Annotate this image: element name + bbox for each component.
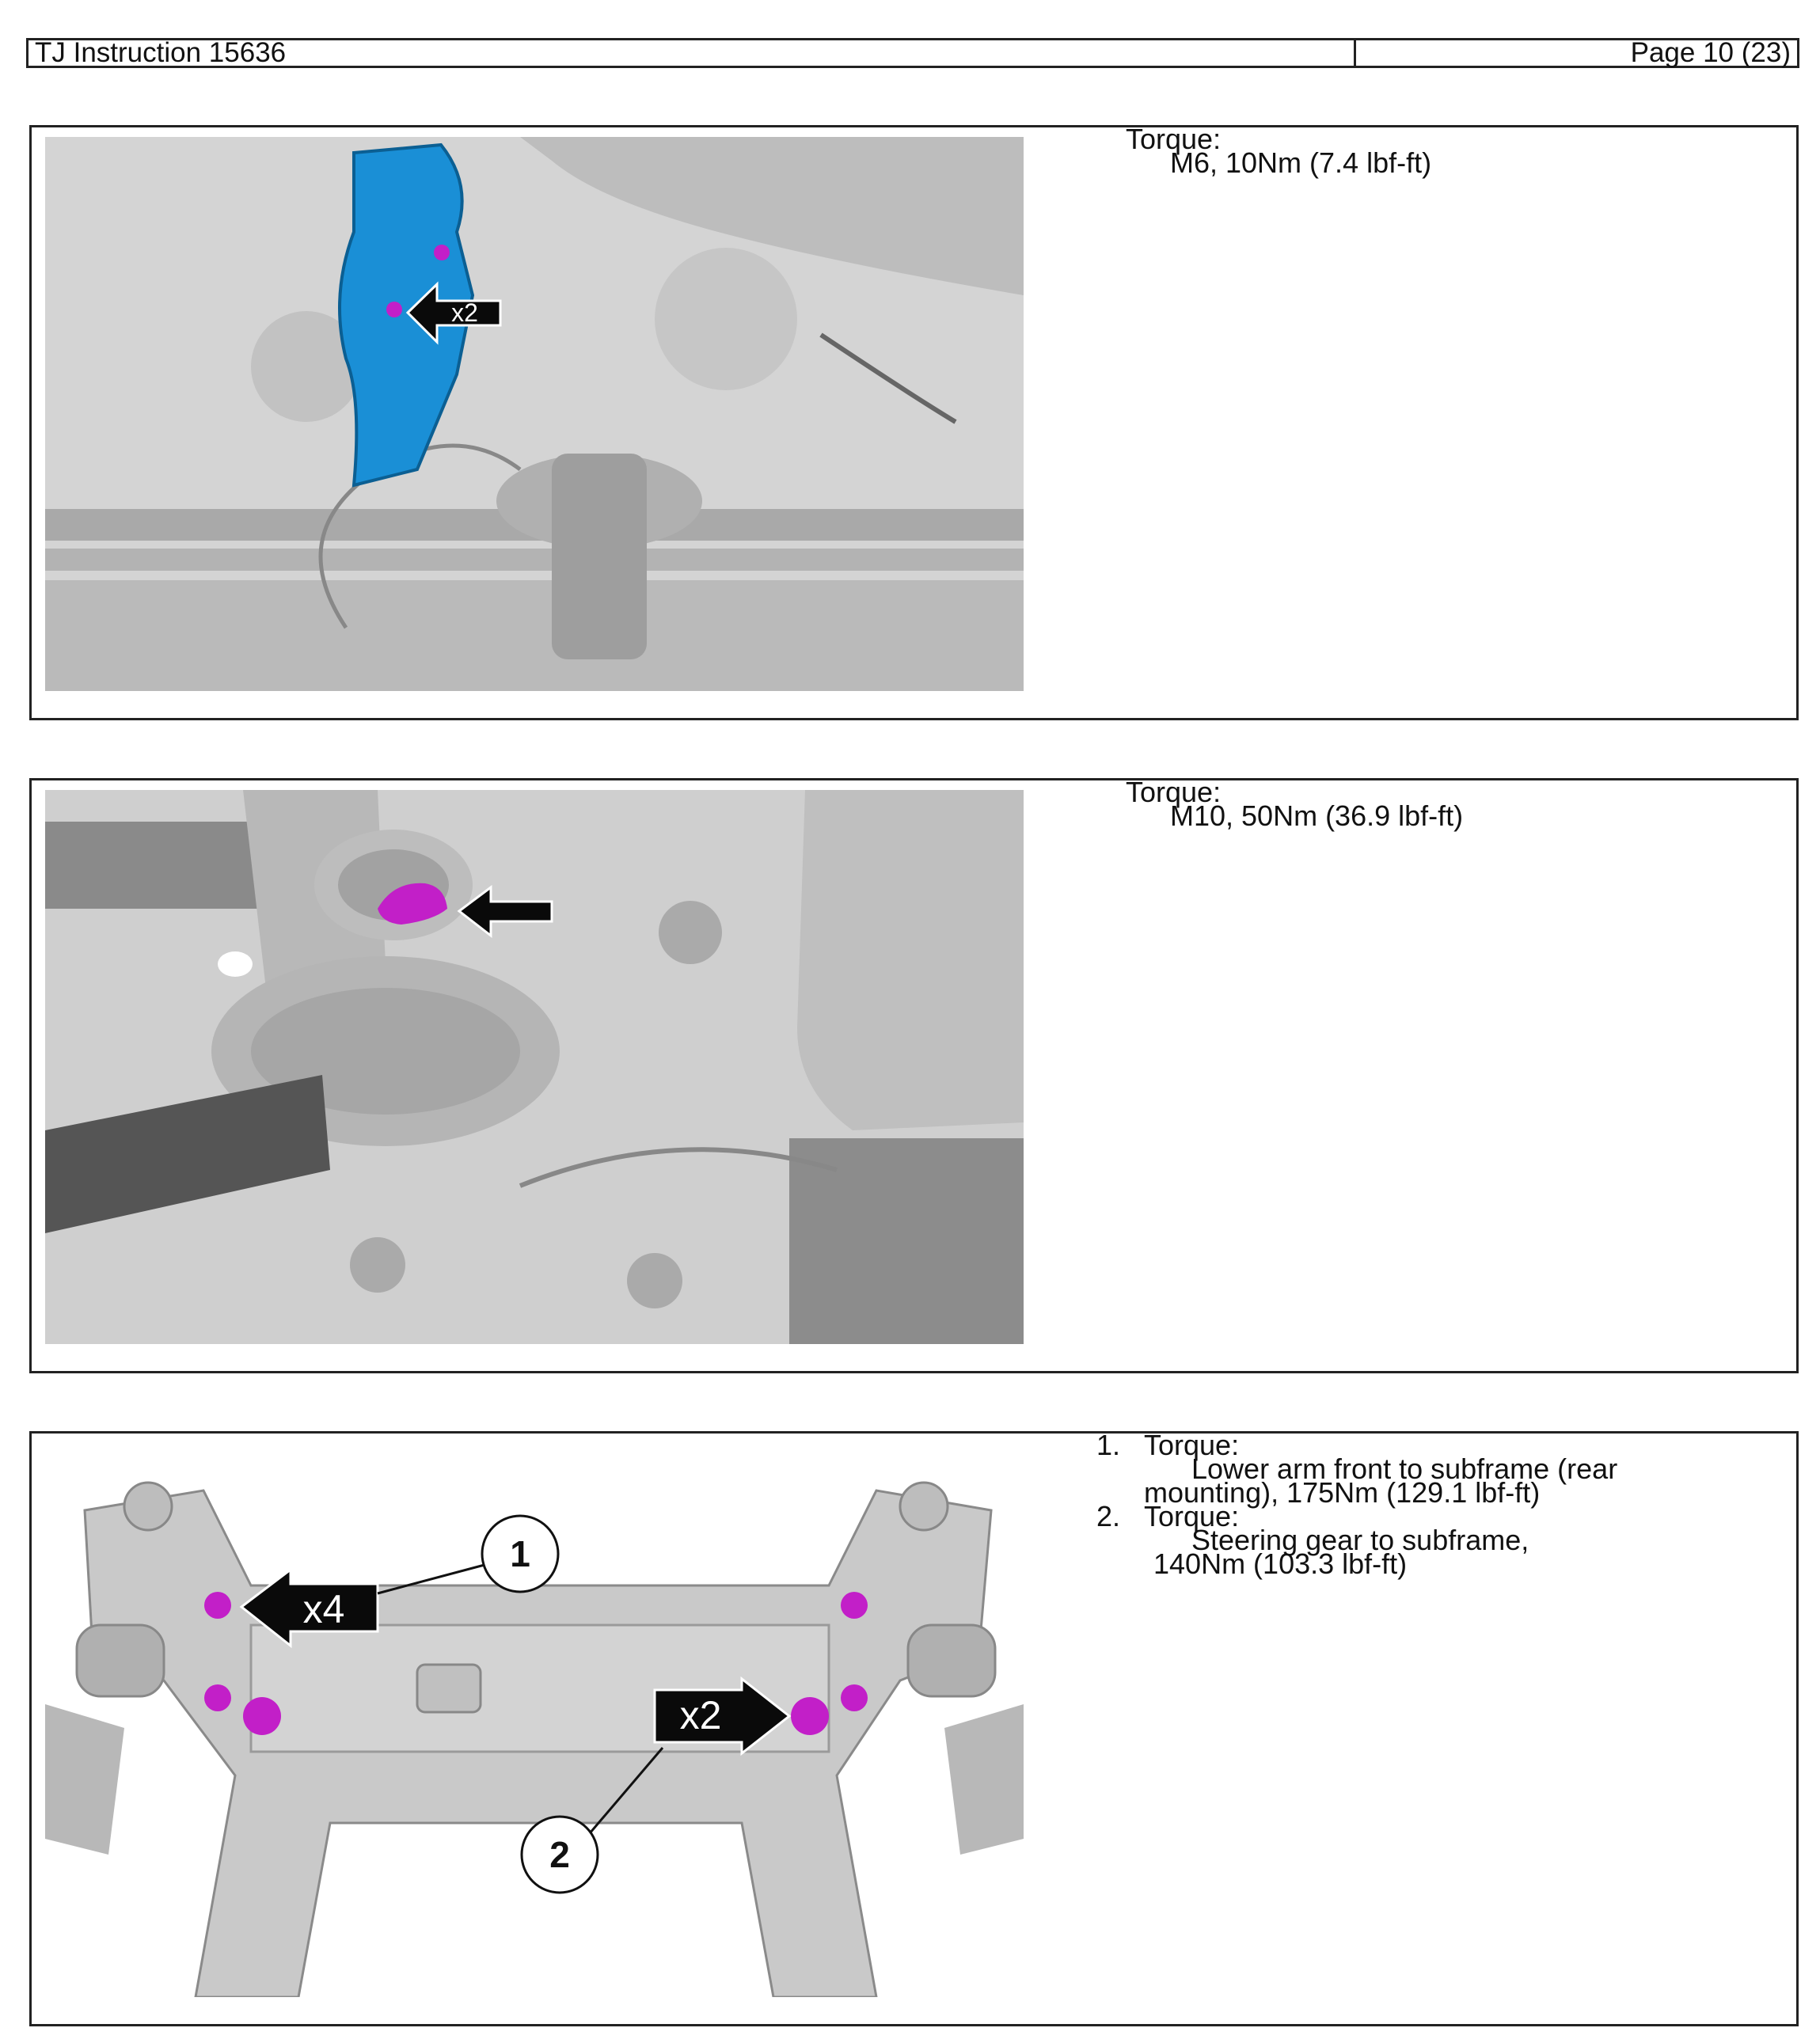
- callout-x2-text: x2: [680, 1693, 722, 1737]
- torque-value: M10, 50Nm (36.9 lbf-ft): [1170, 799, 1464, 832]
- instruction-step-2: Torque: M10, 50Nm (36.9 lbf-ft): [29, 778, 1799, 1373]
- bolt-left-3: [243, 1697, 281, 1735]
- torque-label: Torque:: [1126, 123, 1222, 155]
- callout-text: x2: [451, 298, 478, 327]
- bolt-right-2: [841, 1684, 868, 1711]
- step-2-illustration: [45, 790, 1024, 1344]
- step-1-torque-spec: Torque: M6, 10Nm (7.4 lbf-ft): [1096, 123, 1777, 179]
- torque-value: M6, 10Nm (7.4 lbf-ft): [1170, 146, 1432, 179]
- bolt-right-1: [841, 1592, 868, 1619]
- step-1-illustration: x2: [45, 137, 1024, 691]
- callout-arrow: [457, 885, 553, 939]
- callout-arrow-x2: x2: [653, 1676, 792, 1756]
- torque-label: Torque:: [1144, 1429, 1240, 1461]
- document-title: TJ Instruction 15636: [28, 39, 1356, 66]
- torque-label: Torque:: [1126, 776, 1222, 808]
- item-number: 2.: [1096, 1500, 1121, 1532]
- bolt-upper: [434, 245, 450, 260]
- heat-shield: [338, 142, 475, 488]
- callout-x4-text: x4: [303, 1587, 345, 1631]
- balloon-2: 2: [520, 1815, 599, 1894]
- torque-value-line1: Lower arm front to subframe (rear: [1191, 1453, 1618, 1485]
- bolt-right-3: [791, 1697, 829, 1735]
- instruction-step-3: x4 x2 1 2 1. Torque:: [29, 1431, 1799, 2026]
- balloon-1: 1: [481, 1514, 560, 1593]
- step-1-drawing: x2: [45, 137, 1024, 691]
- item-number: 1.: [1096, 1429, 1121, 1461]
- callout-arrow-x2: x2: [405, 281, 502, 345]
- step-3-torque-spec: 1. Torque: Lower arm front to subframe (…: [1096, 1429, 1777, 1580]
- torque-value-line1: Steering gear to subframe,: [1191, 1524, 1529, 1556]
- torque-label: Torque:: [1144, 1500, 1240, 1532]
- bolt-left-2: [204, 1684, 231, 1711]
- bolt-lower: [386, 302, 402, 317]
- step-2-drawing: [45, 790, 1024, 1344]
- list-item: 2. Torque: Steering gear to subframe, 14…: [1096, 1500, 1777, 1580]
- page-number: Page 10 (23): [1630, 37, 1791, 68]
- bolt: [378, 883, 447, 925]
- instruction-step-1: x2 Torque: M6, 10Nm (7.4 lbf-ft): [29, 125, 1799, 720]
- balloon-2-text: 2: [549, 1834, 570, 1875]
- page-header: TJ Instruction 15636 Page 10 (23): [26, 38, 1799, 68]
- balloon-1-text: 1: [510, 1533, 530, 1574]
- step-3-drawing: x4 x2 1 2: [45, 1443, 1024, 1997]
- step-3-illustration: x4 x2 1 2: [45, 1443, 1024, 1997]
- bolt-left-1: [204, 1592, 231, 1619]
- step-2-torque-spec: Torque: M10, 50Nm (36.9 lbf-ft): [1096, 776, 1777, 832]
- torque-value-line2: mounting), 175Nm (129.1 lbf-ft): [1144, 1476, 1541, 1509]
- callout-arrow-x4: x4: [239, 1566, 379, 1649]
- torque-value-line2: 140Nm (103.3 lbf-ft): [1153, 1547, 1408, 1580]
- torque-list: 1. Torque: Lower arm front to subframe (…: [1096, 1429, 1777, 1580]
- list-item: 1. Torque: Lower arm front to subframe (…: [1096, 1429, 1777, 1509]
